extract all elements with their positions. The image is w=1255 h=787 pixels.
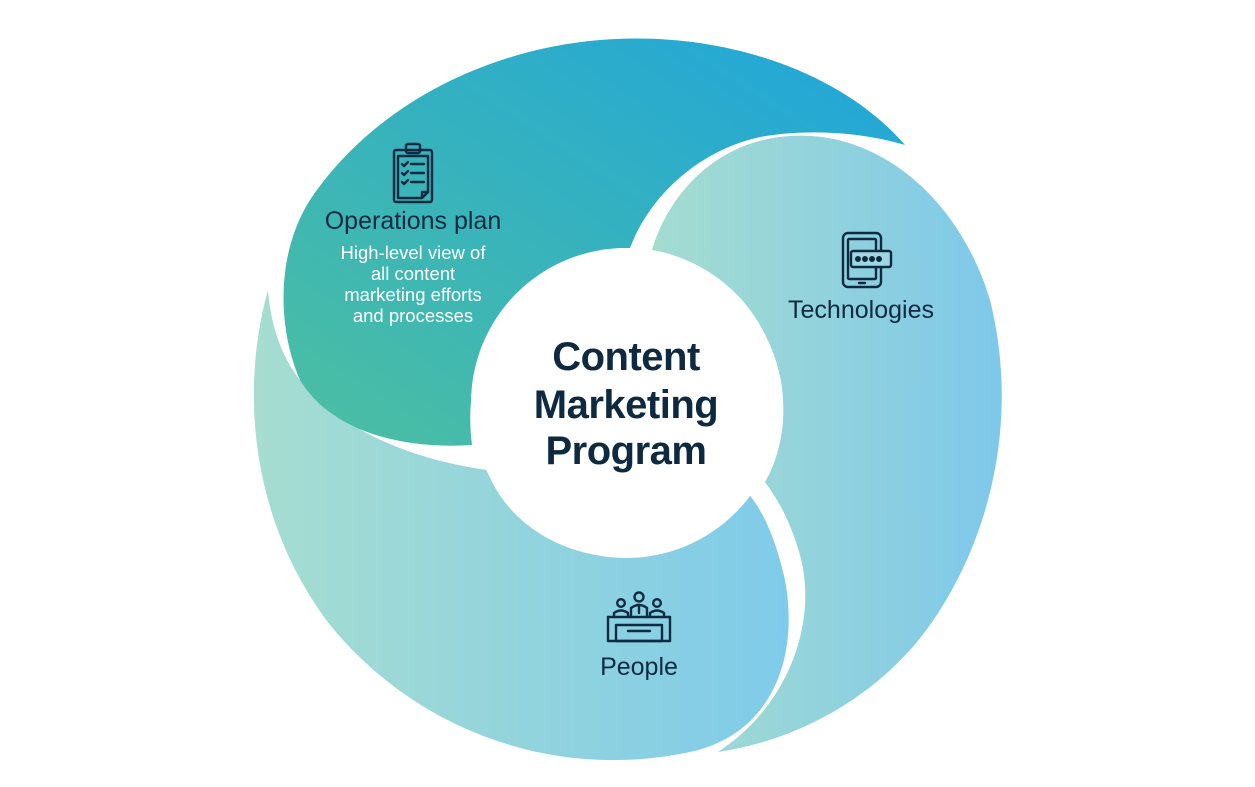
people-title: People — [600, 653, 678, 681]
operations-plan-description-line-3: marketing efforts — [344, 284, 481, 305]
operations-plan-description-line-4: and processes — [353, 305, 473, 326]
center-circle — [471, 248, 781, 558]
technologies-title: Technologies — [788, 296, 934, 324]
operations-plan-description-line-2: all content — [371, 263, 455, 284]
tablet-device-icon — [841, 231, 893, 289]
people-segment — [253, 290, 789, 761]
center-title-line-3: Program — [546, 429, 707, 473]
operations-plan-description-line-1: High-level view of — [341, 242, 487, 263]
center-title-line-2: Marketing — [534, 383, 718, 427]
team-meeting-icon — [606, 591, 672, 643]
clipboard-checklist-icon — [392, 142, 434, 204]
center-title-line-1: Content — [552, 335, 700, 379]
technologies-segment — [652, 135, 1002, 753]
operations-plan-title: Operations plan — [325, 207, 502, 235]
operations-segment — [283, 38, 906, 446]
